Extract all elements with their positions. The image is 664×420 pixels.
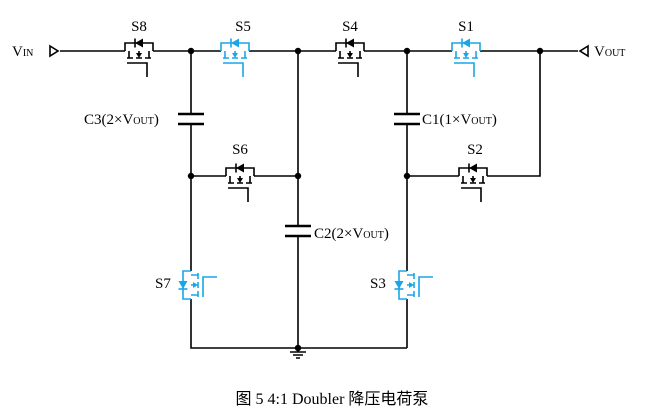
- c2-label: C2(2×VOUT): [314, 226, 389, 242]
- capacitor-c1: [394, 112, 420, 126]
- switch-s2: [458, 162, 488, 203]
- switch-s8: [124, 37, 154, 78]
- vout-label: VOUT: [594, 44, 625, 60]
- s2-label: S2: [467, 142, 483, 158]
- wires: [60, 50, 578, 359]
- vout-terminal: [578, 44, 589, 58]
- capacitor-c3: [178, 112, 204, 126]
- s6-label: S6: [232, 142, 248, 158]
- c1-label: C1(1×VOUT): [422, 112, 497, 128]
- s4-label: S4: [342, 19, 358, 35]
- figure-caption: 图 5 4:1 Doubler 降压电荷泵: [236, 390, 429, 408]
- switch-s6: [225, 162, 255, 203]
- switch-s1: [451, 37, 481, 78]
- s1-label: S1: [458, 19, 474, 35]
- c3-label: C3(2×VOUT): [84, 112, 159, 128]
- switch-s5: [220, 37, 250, 78]
- junction-dots: [187, 47, 544, 352]
- s7-label: S7: [155, 276, 171, 292]
- switch-s3: [393, 270, 434, 300]
- s3-label: S3: [370, 276, 386, 292]
- s5-label: S5: [235, 19, 251, 35]
- switch-s4: [335, 37, 365, 78]
- vin-label: VIN: [12, 44, 33, 60]
- capacitor-c2: [285, 224, 311, 238]
- s8-label: S8: [131, 19, 147, 35]
- vin-terminal: [49, 44, 60, 58]
- switch-s7: [177, 270, 218, 300]
